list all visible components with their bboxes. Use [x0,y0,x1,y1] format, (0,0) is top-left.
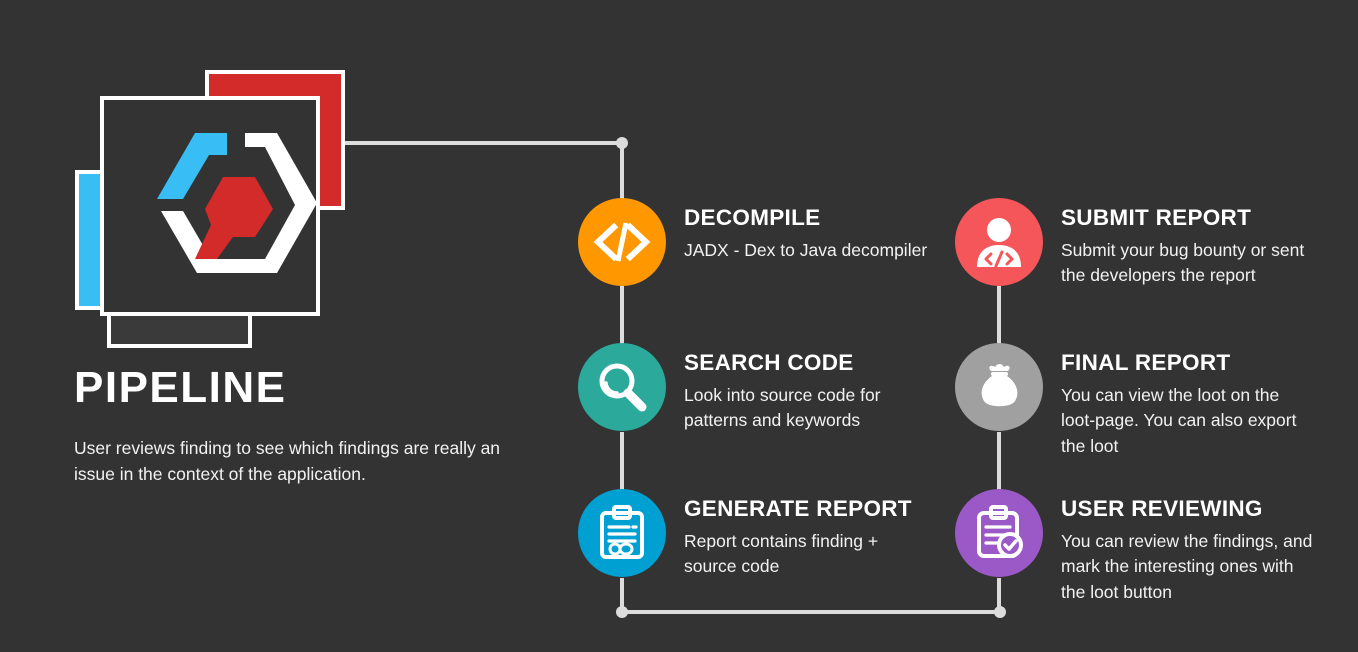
search-code-desc: Look into source code for patterns and k… [684,384,881,431]
connector-final-to-user [997,432,1001,494]
loot-bag-icon [981,364,1018,407]
title-block: PIPELINE User reviews finding to see whi… [74,363,544,488]
magnifying-glass-icon [599,363,647,412]
code-brackets-icon [593,222,651,262]
final-report-title: FINAL REPORT [1061,350,1231,375]
search-code-icon-circle[interactable] [578,343,666,431]
search-code-title: SEARCH CODE [684,350,854,375]
page-title: PIPELINE [74,363,287,412]
developer-person-icon [977,218,1021,268]
connector-decompile-to-search [620,286,624,348]
submit-report-title: SUBMIT REPORT [1061,205,1252,230]
step-generate-report[interactable]: GENERATE REPORT Report contains finding … [578,489,912,580]
connector-logo-to-decompile [345,141,624,145]
user-reviewing-text: USER REVIEWING You can review the findin… [1061,489,1319,605]
jadx-logo-stack [75,70,355,348]
search-code-text: SEARCH CODE Look into source code for pa… [684,343,899,434]
connector-search-to-generate [620,432,624,494]
step-search-code[interactable]: SEARCH CODE Look into source code for pa… [578,343,899,434]
connector-up-to-user-reviewing [997,578,1001,614]
user-reviewing-icon-circle[interactable] [955,489,1043,577]
generate-report-desc: Report contains finding + source code [684,530,879,577]
step-decompile[interactable]: DECOMPILE JADX - Dex to Java decompiler [578,198,927,286]
submit-report-text: SUBMIT REPORT Submit your bug bounty or … [1061,198,1316,289]
generate-report-text: GENERATE REPORT Report contains finding … [684,489,912,580]
connector-down-from-generate [620,578,624,614]
clipboard-report-icon [600,505,644,559]
clipboard-check-icon [977,505,1023,558]
page-subtitle: User reviews finding to see which findin… [74,438,501,485]
submit-report-icon-circle[interactable] [955,198,1043,286]
decompile-title: DECOMPILE [684,205,821,230]
user-reviewing-desc: You can review the findings, and mark th… [1061,530,1313,602]
final-report-desc: You can view the loot on the loot-page. … [1061,384,1297,456]
connector-bottom-horizontal [620,610,1000,614]
final-report-text: FINAL REPORT You can view the loot on th… [1061,343,1309,459]
step-user-reviewing[interactable]: USER REVIEWING You can review the findin… [955,489,1319,605]
final-report-icon-circle[interactable] [955,343,1043,431]
generate-report-icon-circle[interactable] [578,489,666,577]
decompile-icon-circle[interactable] [578,198,666,286]
connector-down-to-decompile [620,141,624,203]
jadx-hexagon-logo-icon [157,133,317,273]
submit-report-desc: Submit your bug bounty or sent the devel… [1061,239,1305,286]
user-reviewing-title: USER REVIEWING [1061,496,1263,521]
decompile-text: DECOMPILE JADX - Dex to Java decompiler [684,198,927,263]
logo-main-card [100,96,320,316]
step-final-report[interactable]: FINAL REPORT You can view the loot on th… [955,343,1309,459]
generate-report-title: GENERATE REPORT [684,496,912,521]
step-submit-report[interactable]: SUBMIT REPORT Submit your bug bounty or … [955,198,1316,289]
decompile-desc: JADX - Dex to Java decompiler [684,239,928,260]
connector-submit-to-final [997,286,1001,348]
